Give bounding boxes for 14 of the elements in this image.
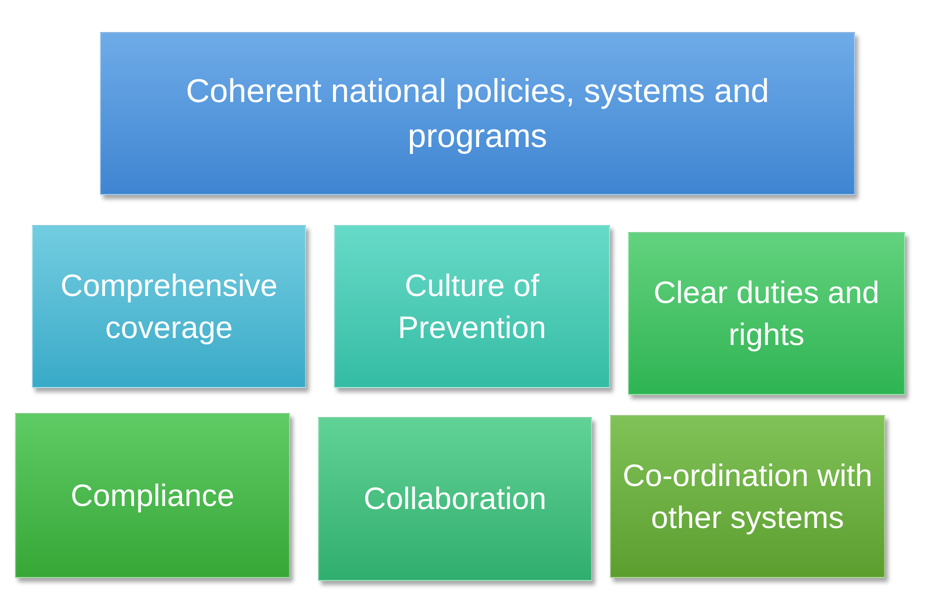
box-label: Coherent national policies, systems and programs <box>184 70 770 156</box>
box-label: Co-ordination with other systems <box>622 456 874 536</box>
concept-box <box>628 232 905 395</box>
concept-box <box>318 417 592 581</box>
box-label: Comprehensive coverage <box>59 266 279 346</box>
concept-box <box>100 32 855 195</box>
concept-box <box>610 415 885 578</box>
concept-box <box>15 413 290 578</box>
concept-box <box>32 225 306 388</box>
box-label: Clear duties and rights <box>652 274 880 354</box>
concept-box <box>334 225 610 388</box>
box-label: Compliance <box>70 476 234 515</box>
box-label: Collaboration <box>364 480 546 518</box>
box-label: Culture of Prevention <box>396 266 548 346</box>
